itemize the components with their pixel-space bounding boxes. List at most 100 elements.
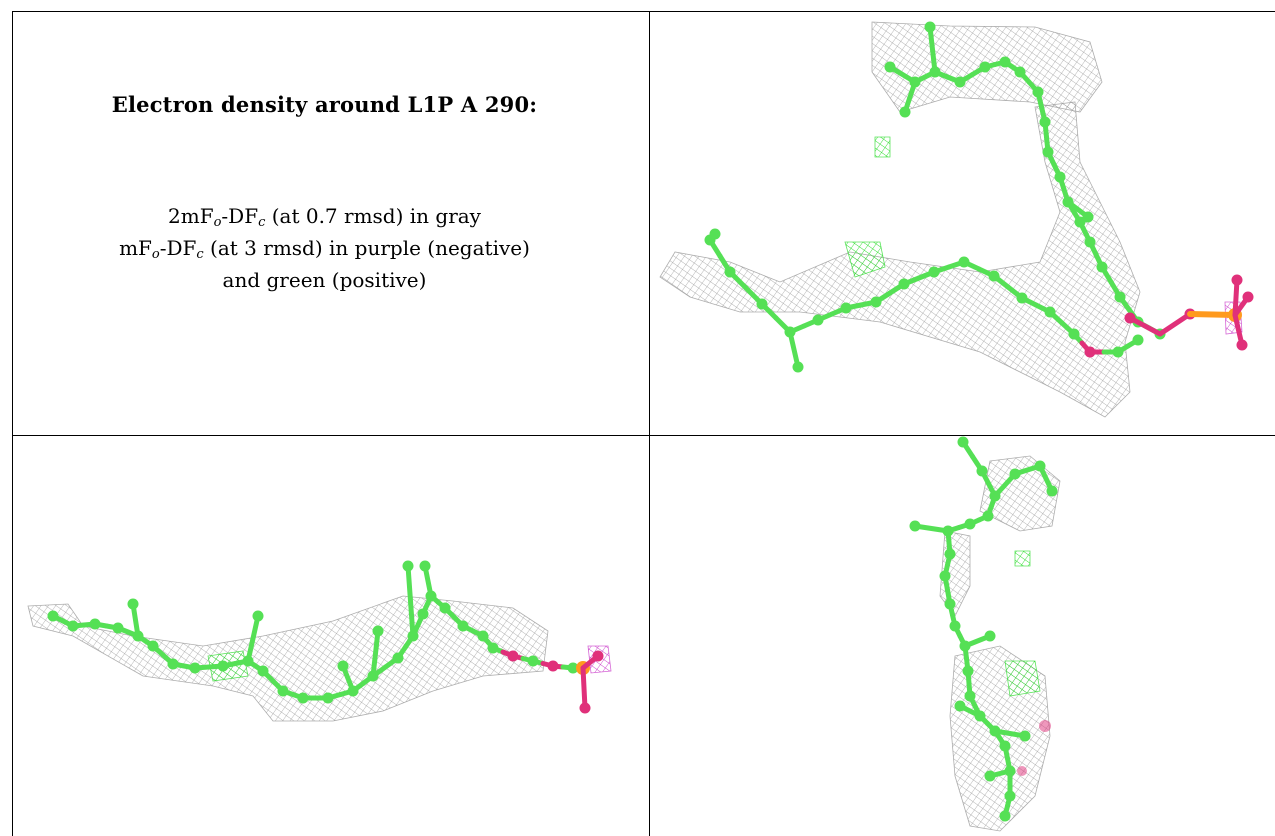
- atom-chain-atom: [962, 665, 974, 677]
- atom-oxygen-atom: [1231, 274, 1243, 286]
- view-top-right: [650, 12, 1275, 435]
- table-border-center: [649, 11, 650, 836]
- atom-branch-bond: [1127, 315, 1163, 337]
- atom-chain-atom: [1084, 346, 1096, 358]
- atom-chain-atom: [417, 608, 429, 620]
- mesh-2fofc: [659, 101, 1141, 418]
- map-legend: 2mFo-DFc (at 0.7 rmsd) in gray mFo-DFc (…: [12, 200, 637, 296]
- atom-chain-atom: [928, 266, 940, 278]
- atom-branch-atom: [127, 598, 139, 610]
- atom-chain-atom: [964, 518, 976, 530]
- atom-chain-atom: [477, 630, 489, 642]
- atom-chain-atom: [1004, 790, 1016, 802]
- atom-chain-atom: [1044, 306, 1056, 318]
- atom-chain-atom: [1114, 291, 1126, 303]
- table-border-middle: [12, 435, 1275, 436]
- atom-chain-atom: [217, 660, 229, 672]
- atom-oxygen-bond: [1232, 277, 1240, 318]
- caption-cell: Electron density around L1P A 290: 2mFo-…: [12, 0, 637, 434]
- atom-branch-atom: [1124, 312, 1136, 324]
- atom-chain-atom: [957, 436, 969, 448]
- view-bottom-right: [650, 436, 1275, 836]
- atom-chain-atom: [958, 256, 970, 268]
- atom-oxygen-atom: [1236, 339, 1248, 351]
- mesh-positive: [874, 136, 891, 158]
- atom-chain-atom: [47, 610, 59, 622]
- atom-branch-atom: [372, 625, 384, 637]
- atom-branch-atom: [792, 361, 804, 373]
- atom-chain-atom: [1084, 236, 1096, 248]
- atom-branch-atom: [1019, 730, 1031, 742]
- atom-chain-atom: [1054, 171, 1066, 183]
- atom-chain-atom: [870, 296, 882, 308]
- atom-chain-atom: [507, 650, 519, 662]
- atom-chain-atom: [257, 665, 269, 677]
- atom-chain-atom: [277, 685, 289, 697]
- atom-chain-atom: [297, 692, 309, 704]
- density-render-top-right: [659, 21, 1254, 418]
- atom-chain-atom: [1096, 261, 1108, 273]
- atom-branch-bond: [787, 329, 801, 370]
- atom-chain-atom: [1032, 86, 1044, 98]
- atom-chain-atom: [944, 598, 956, 610]
- atom-chain-atom: [999, 810, 1011, 822]
- atom-chain-atom: [1074, 216, 1086, 228]
- atom-chain-atom: [189, 662, 201, 674]
- atom-chain-atom: [964, 690, 976, 702]
- mesh-positive: [1004, 660, 1041, 697]
- atom-branch-bond: [370, 628, 381, 679]
- mesh-positive: [844, 241, 886, 278]
- view-bottom-left: [13, 436, 649, 836]
- atom-chain-atom: [567, 662, 579, 674]
- atom-chain-atom: [1039, 116, 1051, 128]
- atom-chain-atom: [112, 622, 124, 634]
- atom-branch-atom: [984, 770, 996, 782]
- atom-chain-atom: [840, 302, 852, 314]
- atom-chain-atom: [756, 298, 768, 310]
- atom-chain-atom: [999, 56, 1011, 68]
- atom-chain-atom: [167, 658, 179, 670]
- atom-chain-atom: [457, 620, 469, 632]
- atom-branch-atom: [1046, 485, 1058, 497]
- atom-bond: [1187, 311, 1238, 318]
- table-border-left: [12, 11, 13, 836]
- atom-chain-atom: [1042, 146, 1054, 158]
- mesh-2fofc: [979, 455, 1061, 532]
- atom-branch-bond: [245, 613, 261, 664]
- atom-branch-atom: [709, 228, 721, 240]
- atom-chain-atom: [67, 620, 79, 632]
- atom-chain-atom: [1068, 328, 1080, 340]
- figure-title: Electron density around L1P A 290:: [111, 92, 538, 117]
- atom-chain-atom: [999, 740, 1011, 752]
- atom-chain-atom: [392, 652, 404, 664]
- atom-chain-atom: [898, 278, 910, 290]
- atom-chain-atom: [982, 510, 994, 522]
- atom-chain-atom: [547, 660, 559, 672]
- atom-chain-atom: [988, 270, 1000, 282]
- atom-chain-atom: [487, 642, 499, 654]
- atom-branch-atom: [924, 21, 936, 33]
- atom-chain-atom: [812, 314, 824, 326]
- atom-oxygen-atom: [592, 650, 604, 662]
- atom-oxygen-bond: [1157, 311, 1193, 337]
- mesh-positive: [1014, 550, 1031, 567]
- atom-chain-atom: [322, 692, 334, 704]
- atom-chain-atom: [954, 76, 966, 88]
- mesh-2fofc: [27, 595, 549, 722]
- atom-oxygen-bond: [580, 665, 588, 711]
- density-render-bottom-left: [27, 560, 612, 722]
- atom-branch-atom: [899, 106, 911, 118]
- atom-branch-atom: [252, 610, 264, 622]
- atom-branch-atom: [402, 560, 414, 572]
- atom-chain-atom: [439, 602, 451, 614]
- atom-oxygen: [1039, 720, 1051, 732]
- atom-branch-bond: [927, 24, 938, 75]
- atom-chain-atom: [944, 548, 956, 560]
- atom-branch-atom: [1082, 211, 1094, 223]
- atom-chain-atom: [976, 465, 988, 477]
- table-border-top: [12, 11, 1275, 12]
- atom-oxygen-atom: [579, 702, 591, 714]
- atom-branch-atom: [954, 700, 966, 712]
- atom-chain-atom: [1016, 292, 1028, 304]
- atom-oxygen-atom: [1242, 291, 1254, 303]
